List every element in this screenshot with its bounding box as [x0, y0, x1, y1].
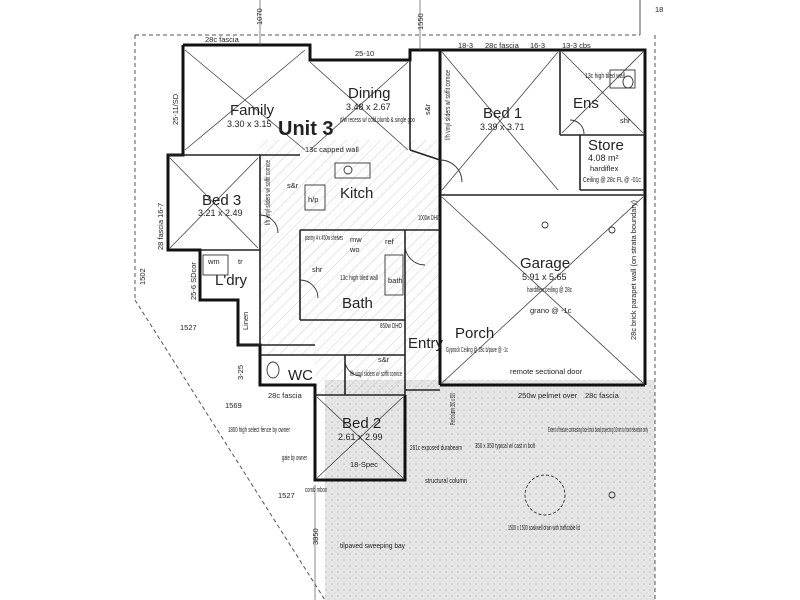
- note-sliders-bed1: f/h vinyl sliders w/ soffit cornice: [443, 70, 452, 140]
- room-entry-name: Entry: [408, 335, 444, 352]
- note-sr-kitch: s&r: [287, 181, 299, 190]
- room-bath-name: Bath: [342, 295, 373, 312]
- room-ens-name: Ens: [573, 95, 599, 112]
- dim-1569: 1569: [225, 401, 242, 410]
- dim-18-3: 18-3: [458, 41, 473, 50]
- note-bath-wall: 13c high tiled wall: [340, 273, 378, 282]
- note-soakwell: 1500 x 1500 soakwell drain with traffica…: [508, 523, 580, 532]
- room-store-name: Store: [588, 137, 624, 154]
- room-garage-sub2: grano @ -1c: [530, 306, 572, 315]
- room-dining-name: Dining: [348, 85, 391, 102]
- note-hp: h/p: [308, 195, 318, 204]
- note-wm: wm: [207, 257, 220, 266]
- dim-25-6: 25-6 SDcor: [189, 262, 198, 300]
- note-pier-column: Pier/column 350 x 350: [448, 393, 457, 425]
- note-tr: tr: [238, 257, 243, 266]
- note-wo: wo: [349, 245, 360, 254]
- note-door-1000: 1000w DHO: [418, 213, 440, 222]
- dim-16-3: 16-3: [530, 41, 545, 50]
- note-pelmet: 250w pelmet over: [518, 391, 578, 400]
- note-duraspan: 261c exposed durabeam: [410, 443, 462, 452]
- note-capped-wall: 13c capped wall: [305, 145, 359, 154]
- dim-18: 18: [655, 5, 663, 14]
- room-store-sub: hardiflex: [590, 164, 619, 173]
- note-sr-bed1: s&r: [423, 103, 432, 115]
- room-bed1-size: 3.39 x 3.71: [480, 122, 525, 132]
- door-swings: [259, 119, 585, 377]
- note-gate: gate by owner: [282, 453, 307, 462]
- room-porch-sub: Gyprock Ceiling @ 28c b/pave @ -1c: [446, 345, 508, 354]
- room-porch-name: Porch: [455, 325, 494, 342]
- dim-fascia-left: 28 fascia 16-7: [156, 203, 165, 250]
- room-bed2-size: 2.61 x 2.99: [338, 432, 383, 442]
- room-store-size: 4.08 m²: [588, 153, 619, 163]
- dimension-lines: [259, 0, 421, 600]
- note-comb: comb mbox: [305, 485, 327, 494]
- note-paved: tilpaved sweeping bay: [340, 541, 405, 550]
- dim-1502: 1502: [138, 268, 147, 285]
- room-garage-size: 5.91 x 5.65: [522, 272, 567, 282]
- dim-3-25: 3-25: [236, 365, 245, 380]
- dim-fascia-top: 28c fascia: [485, 41, 520, 50]
- unit-title: Unit 3: [278, 118, 334, 140]
- note-door-850: 850w DHO: [380, 321, 402, 330]
- fixtures: [202, 69, 636, 516]
- note-sliders-bed3: f/h vinyl sliders w/ soffit cornice: [263, 160, 272, 225]
- note-pier: 350 x 350 typical w/ cast in bolt: [475, 441, 536, 450]
- note-store-ceiling: Ceiling @ 28c FL @ -01c: [583, 175, 641, 184]
- interior-walls: [168, 50, 645, 396]
- note-pantry: pantry 4 x 450w shelves: [305, 233, 343, 242]
- dim-1550: 1550: [416, 13, 425, 30]
- room-kitch-name: Kitch: [340, 185, 373, 202]
- room-bed1-name: Bed 1: [483, 105, 522, 122]
- dim-fascia-top-left: 28c fascia: [205, 35, 240, 44]
- note-fence: 1800 high select fence by owner: [228, 425, 290, 434]
- ceiling-diagonals: [169, 49, 644, 479]
- note-mw: mw: [350, 235, 362, 244]
- room-dining-size: 3.48 x 2.67: [346, 102, 391, 112]
- dim-13-3: 13-3 cbs: [562, 41, 591, 50]
- note-ens: 13c high tiled wall: [585, 71, 625, 80]
- note-shr-ens: shr: [620, 116, 631, 125]
- note-dining: d/w recess w/ cold plumb & single gpo: [340, 115, 415, 124]
- note-fascia-left: 28c fascia: [268, 391, 303, 400]
- note-column: structural column: [425, 476, 467, 485]
- note-sr-bed2: s&r: [378, 355, 390, 364]
- room-garage-name: Garage: [520, 255, 570, 272]
- note-garage-wall: 28c brick parapet wall (on strata bounda…: [629, 200, 638, 340]
- note-extent: Extent of feature contrasting face brick…: [548, 425, 648, 434]
- room-bed3-size: 3.21 x 2.49: [198, 208, 243, 218]
- dim-25-10: 25-10: [355, 49, 374, 58]
- note-spec: 18-Spec: [350, 460, 378, 469]
- room-family-name: Family: [230, 102, 275, 119]
- dim-25-11: 25-11/SD: [171, 93, 180, 125]
- room-family-size: 3.30 x 3.15: [227, 119, 272, 129]
- note-linen: Linen: [241, 312, 250, 330]
- note-remote-door: remote sectional door: [510, 367, 583, 376]
- paved-area: [325, 380, 655, 600]
- boundary-diagonal: [134, 299, 326, 600]
- dim-1070: 1070: [255, 8, 264, 25]
- room-wc-name: WC: [288, 367, 313, 384]
- room-bed2-name: Bed 2: [342, 415, 381, 432]
- dim-1527-b: 1527: [278, 491, 295, 500]
- note-fascia-28c: 28c fascia: [585, 391, 620, 400]
- room-bed3-name: Bed 3: [202, 192, 241, 209]
- room-ldry-name: L'dry: [215, 272, 248, 289]
- note-bath-tub: bath: [388, 276, 403, 285]
- note-3850: 3850: [311, 528, 320, 545]
- note-sliders-bed2: f/h vinyl sliders w/ soffit cornice: [350, 369, 402, 378]
- room-garage-sub: hardiflex ceiling @ 28c: [527, 285, 572, 294]
- dim-1527-a: 1527: [180, 323, 197, 332]
- note-shr-bath: shr: [312, 265, 323, 274]
- note-ref: ref: [385, 237, 395, 246]
